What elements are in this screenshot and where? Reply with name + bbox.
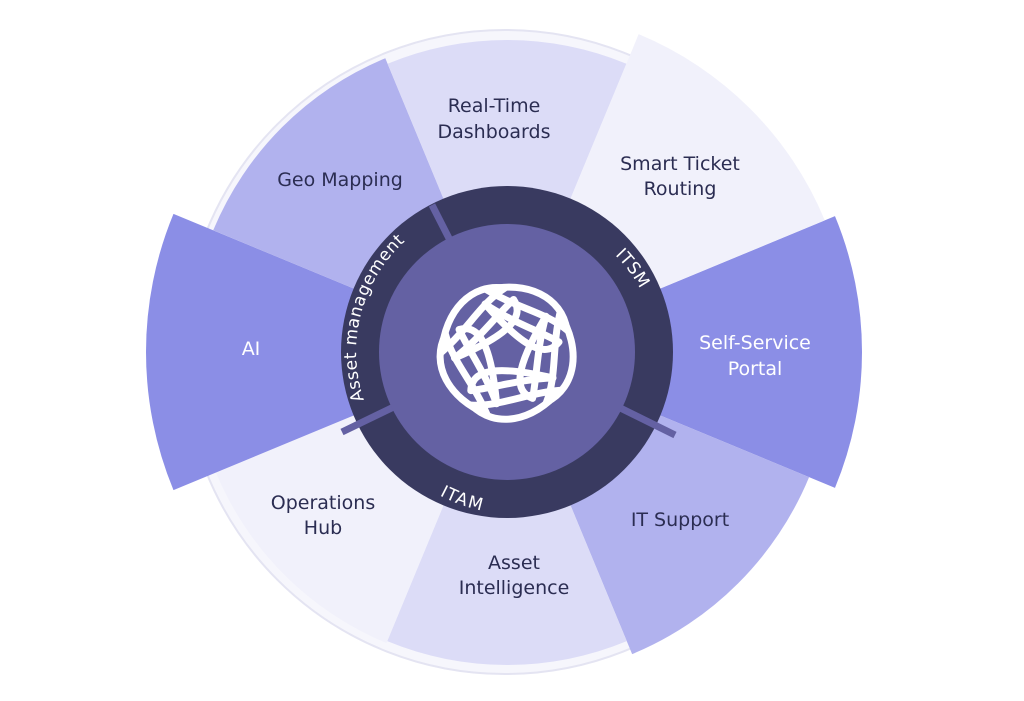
logo-blade bbox=[438, 283, 521, 362]
brand-logo-icon bbox=[436, 283, 577, 423]
core-disc bbox=[379, 224, 635, 480]
segment-label-ai: AI bbox=[242, 338, 261, 360]
segment-self-service-portal bbox=[507, 216, 862, 488]
segment-label-it-support: IT Support bbox=[631, 509, 729, 531]
segment-label-geo-mapping: Geo Mapping bbox=[277, 169, 403, 191]
segment-ai bbox=[146, 213, 508, 491]
